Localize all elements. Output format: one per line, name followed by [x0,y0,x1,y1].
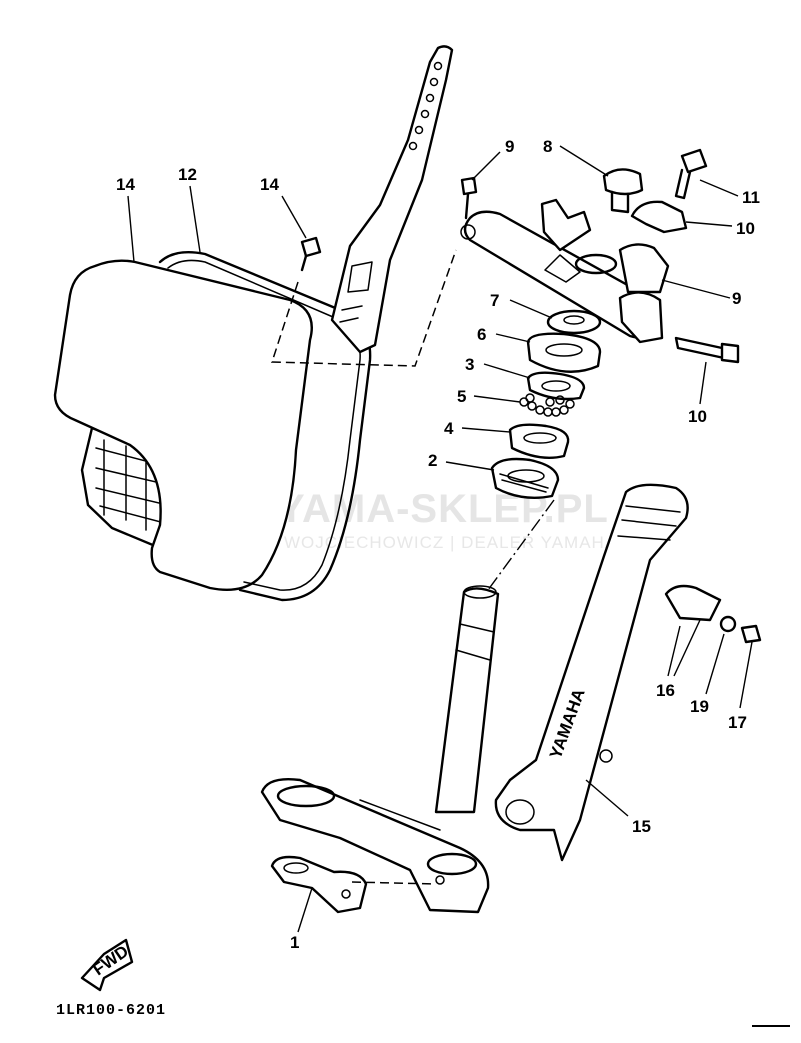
assembly-line-plate [351,881,437,885]
balls-5 [519,393,575,417]
bolt-8 [602,168,644,214]
callout-10-upper: 9 [505,137,514,156]
grille-slats [95,447,183,527]
lower-bracket [260,778,490,914]
stay-body [330,45,454,354]
headlight-cover-plate [53,259,313,592]
callout-6: 6 [477,325,486,344]
callout-1: 1 [290,933,299,952]
bolt-10-upper [460,176,478,220]
race-3 [526,371,586,401]
callout-15: 14 [260,175,279,194]
bolt-12 [674,148,708,200]
callout-4: 4 [444,419,454,438]
clamp-17 [664,584,722,622]
callout-11: 10 [736,219,755,238]
surround-outer [158,251,372,602]
callout-2: 2 [428,451,437,470]
assembly-line-cover [270,249,457,367]
grille-ribs [103,439,147,531]
callout-8: 8 [543,137,552,156]
callout-14: 14 [116,175,135,194]
callout-13: 12 [178,165,197,184]
race-4 [508,423,570,459]
nut-7 [546,309,602,335]
bracket-post-left [540,198,592,252]
watermark-subtitle: WOJCIECHOWICZ | DEALER YAMAHA [284,533,617,552]
bolt-15 [281,195,322,272]
watermark-title: YAMA-SKLEP.PL [278,487,609,531]
callout-12: 11 [742,188,760,207]
bracket-plate-1 [270,855,368,914]
bolt-18 [740,624,762,644]
callout-5: 5 [457,387,466,406]
callout-18: 17 [728,713,747,732]
washer-19 [719,615,737,633]
fwd-arrow: FWD [80,938,134,992]
bracket-post-right [618,243,670,294]
cover-surround [158,251,372,602]
callout-7: 7 [490,291,499,310]
bolt-10-lower [674,336,740,364]
steering-stem [434,585,500,814]
callouts: 9 8 11 10 9 10 7 6 3 5 4 2 14 12 14 16 1… [116,137,760,952]
callout-16: 15 [632,817,651,836]
washer-6 [526,332,602,373]
fork-leg: YAMAHA [494,483,689,862]
callout-17: 16 [656,681,675,700]
callout-3: 3 [465,355,474,374]
callout-19: 19 [690,697,709,716]
bearing-2 [490,457,560,499]
callout-9: 9 [732,289,741,308]
plate-body [53,259,313,592]
surround-inner [167,259,361,591]
reference-code: 1LR100-6201 [56,1002,166,1019]
headlight-stay [330,45,454,354]
clamp-cap-11 [630,200,688,234]
callout-10-lower: 10 [688,407,707,426]
steering-axis-line [435,499,555,813]
bracket-clamp [618,291,664,344]
upper-bracket [460,198,670,344]
